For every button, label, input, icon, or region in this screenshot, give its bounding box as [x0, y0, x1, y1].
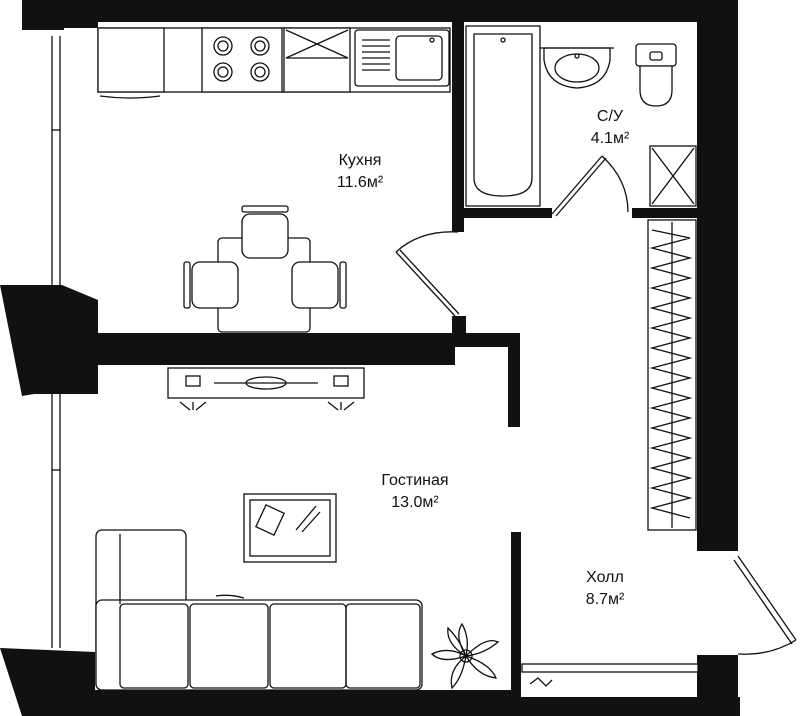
room-name-hall: Холл	[586, 569, 624, 586]
plant	[430, 622, 500, 690]
room-label-hall: Холл 8.7м²	[555, 567, 655, 611]
room-area-bathroom: 4.1м²	[590, 130, 630, 147]
room-label-kitchen: Кухня 11.6м²	[310, 150, 410, 194]
room-label-living: Гостиная 13.0м²	[360, 470, 470, 514]
sofa	[95, 529, 423, 691]
windows	[51, 36, 61, 648]
bathroom-door	[551, 155, 629, 217]
walls	[0, 0, 740, 716]
coffee-table	[243, 493, 337, 563]
dining-set	[183, 205, 347, 333]
tv-unit	[167, 367, 365, 411]
room-area-hall: 8.7м²	[585, 591, 625, 608]
wardrobe	[647, 219, 697, 531]
room-name-living: Гостиная	[381, 472, 449, 489]
kitchen-counter	[97, 27, 451, 99]
washing-machine	[649, 145, 697, 207]
room-area-kitchen: 11.6м²	[336, 174, 384, 191]
room-name-kitchen: Кухня	[338, 152, 382, 169]
toilet	[635, 43, 677, 107]
bathtub	[465, 25, 541, 207]
room-name-bathroom: С/У	[596, 108, 624, 125]
kitchen-door	[395, 231, 460, 317]
entrance-door	[521, 555, 797, 687]
room-label-bathroom: С/У 4.1м²	[560, 106, 660, 150]
bathroom-sink	[540, 47, 614, 89]
room-area-living: 13.0м²	[391, 494, 439, 511]
